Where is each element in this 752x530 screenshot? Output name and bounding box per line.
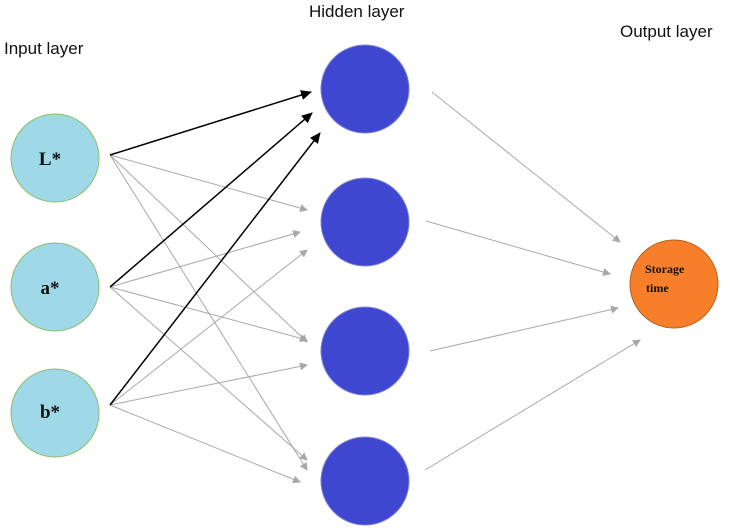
edge-b-h2 — [109, 249, 308, 406]
hidden-node-4 — [320, 436, 410, 526]
edge-h3-out — [429, 305, 619, 352]
hidden-layer-title: Hidden layer — [309, 2, 405, 21]
edge-h2-out — [425, 220, 611, 276]
edge-L-h1 — [109, 90, 312, 156]
edge-h4-out — [424, 339, 641, 471]
hidden-node-1 — [320, 44, 410, 134]
hidden-node-2 — [320, 177, 410, 267]
edge-b-h4 — [109, 404, 301, 484]
edge-b-h1 — [109, 132, 321, 406]
input-node-a-circle — [10, 242, 100, 332]
input-layer-title: Input layer — [4, 39, 84, 58]
input-node-b: b* — [10, 368, 100, 458]
input-node-a-label: a* — [41, 278, 60, 299]
input-node-b-circle — [10, 368, 100, 458]
output-node: Storage time — [629, 239, 719, 329]
connection-edges — [109, 90, 641, 484]
edge-L-h3 — [109, 154, 308, 343]
edge-a-h3 — [109, 286, 308, 343]
hidden-node-3 — [320, 306, 410, 396]
output-node-label-line1: Storage — [645, 262, 685, 276]
edge-L-h2 — [109, 154, 308, 212]
input-node-b-label: b* — [40, 402, 60, 423]
input-node-L-circle — [10, 113, 100, 203]
input-node-L: L* — [10, 113, 100, 203]
output-layer-title: Output layer — [620, 22, 713, 41]
edge-a-h2 — [109, 230, 301, 288]
output-node-label-line2: time — [646, 281, 669, 295]
edge-a-h4 — [109, 286, 308, 461]
input-node-a: a* — [10, 242, 100, 332]
edge-h1-out — [431, 91, 621, 243]
edge-a-h1 — [109, 112, 313, 288]
output-node-circle — [629, 239, 719, 329]
input-node-L-label: L* — [39, 149, 61, 170]
edge-b-h3 — [109, 362, 308, 406]
edge-L-h4 — [109, 154, 308, 471]
